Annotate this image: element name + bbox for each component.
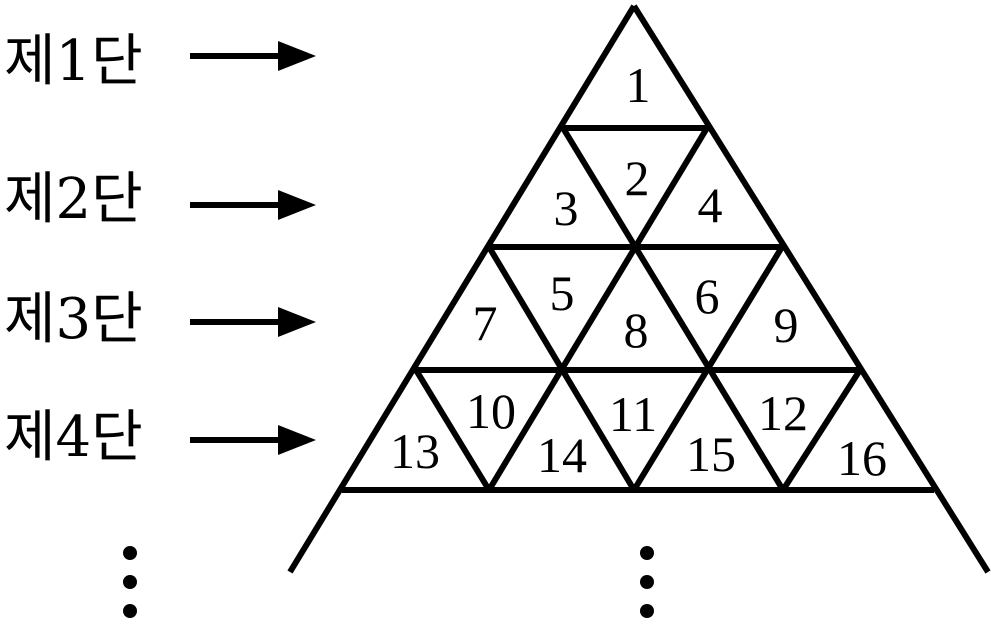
diagonal-f [780,368,863,492]
outer-left-edge [287,4,637,574]
continuation-dots-center [640,546,654,618]
triangle-number-5: 5 [550,265,575,321]
triangle-number-8: 8 [624,302,649,358]
continuation-dots-left [123,546,137,618]
row-label-4: 제4단 [4,405,143,470]
triangle-number-4: 4 [698,177,723,233]
triangle-grid [287,4,991,574]
triangle-number-15: 15 [686,426,736,482]
triangle-number-7: 7 [473,295,498,351]
row-label-3: 제3단 [4,287,143,352]
triangle-number-14: 14 [537,427,587,483]
triangle-number-6: 6 [695,268,720,324]
row-arrow-2 [190,190,316,220]
triangle-number-9: 9 [774,297,799,353]
row-arrow-1 [190,41,316,71]
diagonal-c [413,368,492,492]
diagonal-d [486,126,710,492]
row-label-1: 제1단 [4,29,143,94]
triangle-number-1: 1 [626,57,651,113]
diagonal-a [560,126,786,492]
triangle-number-2: 2 [625,150,650,206]
row-arrow-3 [190,307,316,337]
outer-right-edge [631,4,991,574]
triangle-number-3: 3 [554,180,579,236]
row-arrow-4 [190,425,316,455]
triangle-number-13: 13 [390,423,440,479]
triangle-number-16: 16 [837,430,887,486]
diagonal-e [631,245,785,492]
triangle-number-11: 11 [609,386,657,442]
row-label-2: 제2단 [4,167,143,232]
triangle-number-10: 10 [466,383,516,439]
triangle-number-12: 12 [758,385,808,441]
